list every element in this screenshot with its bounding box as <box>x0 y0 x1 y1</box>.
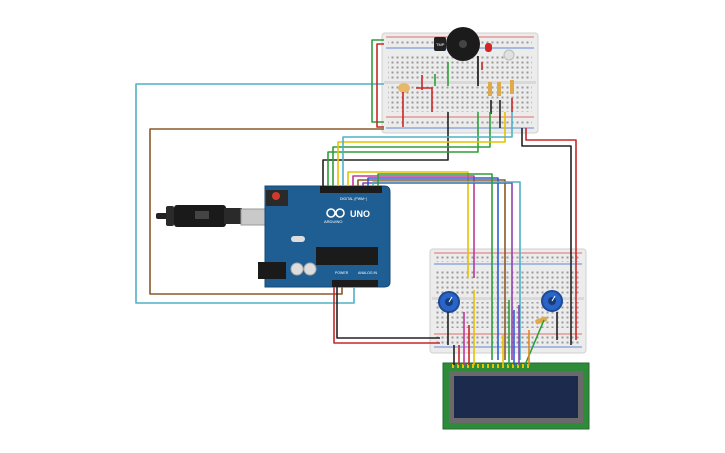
reset-button[interactable] <box>272 192 280 200</box>
power-analog-header[interactable] <box>332 280 378 287</box>
lcd-screen <box>454 376 578 418</box>
digital-label: DIGITAL (PWM~) <box>340 197 367 201</box>
top-board-jumpers <box>402 56 513 128</box>
power-jack <box>258 262 286 279</box>
potentiometer-left[interactable] <box>438 291 460 313</box>
red-led[interactable] <box>485 43 492 52</box>
temperature-sensor[interactable]: TMP <box>434 37 446 51</box>
arduino-brand: ARDUINO <box>324 219 342 224</box>
uno-logo: UNO <box>350 209 370 219</box>
capacitor-1 <box>290 262 304 276</box>
microcontroller-chip <box>316 247 378 265</box>
wires <box>135 39 577 366</box>
piezo-buzzer[interactable] <box>446 27 480 61</box>
analog-label: ANALOG IN <box>358 271 378 275</box>
sensor-label: TMP <box>436 42 445 47</box>
photoresistor[interactable] <box>503 49 515 61</box>
top-resistors <box>398 80 514 96</box>
bottom-resistor[interactable] <box>535 316 548 325</box>
power-label: POWER <box>335 271 349 275</box>
crystal <box>291 236 305 242</box>
usb-cable <box>156 205 266 227</box>
infinity-logo-icon <box>326 208 345 218</box>
potentiometer-right[interactable] <box>541 290 563 312</box>
lcd-display[interactable] <box>442 362 590 430</box>
arduino-uno-board[interactable]: UNO ARDUINO DIGITAL (PWM~) POWER ANALOG … <box>258 185 391 288</box>
capacitor-2 <box>303 262 317 276</box>
digital-header[interactable] <box>320 186 382 193</box>
